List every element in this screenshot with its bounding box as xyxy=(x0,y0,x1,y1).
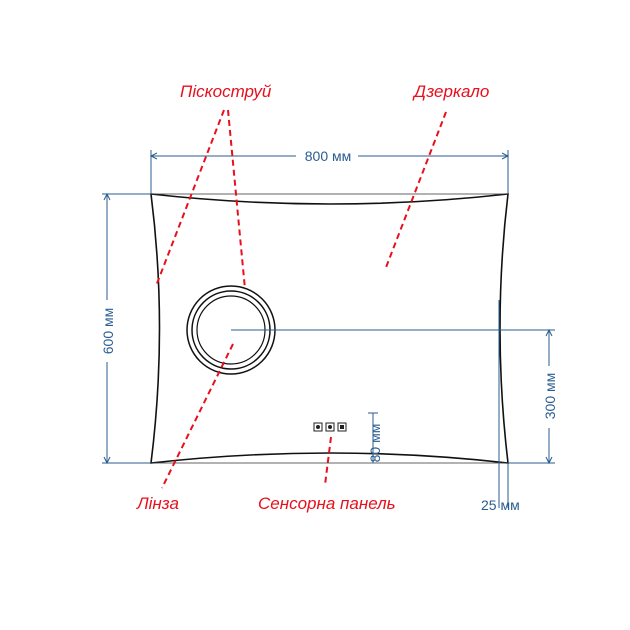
touch-panel-leader xyxy=(324,436,332,486)
touch-panel xyxy=(313,422,347,432)
mirror-label: Дзеркало xyxy=(412,82,489,101)
sandblast-leader-left xyxy=(155,109,225,287)
touch-button-dot xyxy=(316,425,320,429)
touch-button-icon xyxy=(325,422,335,432)
dimension-edge-offset-label: 25 мм xyxy=(481,497,520,513)
dimension-height: 600 мм xyxy=(99,192,151,465)
dimension-width: 800 мм xyxy=(149,146,510,194)
touch-button-dot xyxy=(328,425,332,429)
touch-panel-label: Сенсорна панель xyxy=(258,494,396,513)
touch-button-icon xyxy=(337,422,347,432)
sandblast-leader-right xyxy=(227,109,246,290)
dimension-edge-offset: 25 мм xyxy=(481,300,520,513)
touch-button-icon xyxy=(313,422,323,432)
dimension-panel-offset: 80 мм xyxy=(367,412,383,463)
dimension-height-label: 600 мм xyxy=(100,308,116,355)
dimension-panel-offset-label: 80 мм xyxy=(367,424,383,463)
mirror-leader xyxy=(384,111,447,271)
sandblast-label: Піскоструй xyxy=(180,82,272,101)
lens-label: Лінза xyxy=(136,494,179,513)
dimension-width-label: 800 мм xyxy=(305,148,352,164)
lens-leader xyxy=(161,343,234,489)
dimension-center-height: 300 мм xyxy=(231,328,559,465)
touch-button-dot xyxy=(340,425,344,429)
mirror-outer-edge xyxy=(151,193,508,464)
dimension-center-height-label: 300 мм xyxy=(542,373,558,420)
